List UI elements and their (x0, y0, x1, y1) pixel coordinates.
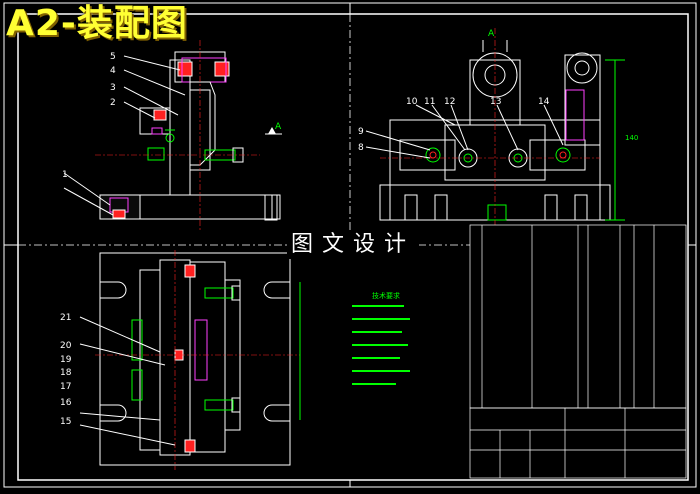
part-label-17: 17 (60, 382, 71, 392)
part-label-20: 20 (60, 341, 72, 351)
part-label-19: 19 (60, 355, 72, 365)
tech-requirements-title: 技术要求 (372, 291, 400, 300)
section-marker-a-top: A (488, 29, 495, 39)
part-label-15: 15 (60, 417, 71, 427)
part-label-12: 12 (444, 97, 455, 107)
tech-requirements (352, 305, 410, 385)
drawing-title: A2-装配图 (6, 3, 188, 44)
section-marker-a: A (275, 122, 282, 132)
part-label-4: 4 (110, 66, 116, 76)
dimension-text: 140 (625, 134, 638, 142)
part-label-1: 1 (62, 170, 68, 180)
plan-view (79, 250, 301, 470)
part-label-18: 18 (60, 368, 72, 378)
part-label-11: 11 (424, 97, 435, 107)
part-label-10: 10 (406, 97, 418, 107)
parts-list (469, 224, 687, 479)
part-label-14: 14 (538, 97, 550, 107)
part-label-3: 3 (110, 83, 116, 93)
side-view (63, 40, 282, 230)
watermark-text: 图文设计 (287, 231, 420, 259)
part-label-16: 16 (60, 398, 72, 408)
part-label-8: 8 (358, 143, 364, 153)
part-label-2: 2 (110, 98, 116, 108)
part-label-21: 21 (60, 313, 71, 323)
part-label-9: 9 (358, 127, 364, 137)
part-label-5: 5 (110, 52, 116, 62)
part-label-13: 13 (490, 97, 501, 107)
front-view (365, 28, 625, 225)
